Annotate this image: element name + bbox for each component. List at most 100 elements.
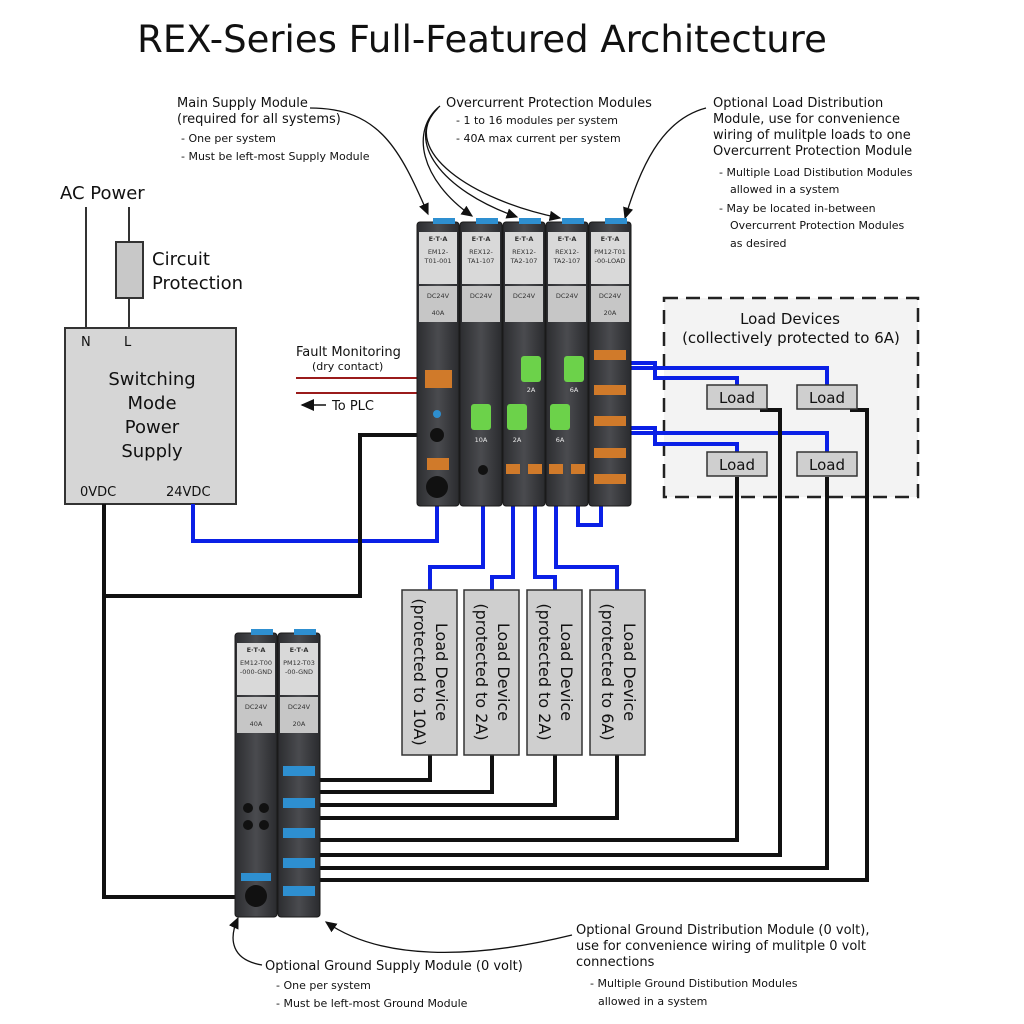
svg-text:T01-001: T01-001 [424,257,452,265]
svg-text:20A: 20A [293,720,306,728]
svg-text:DC24V: DC24V [513,292,536,300]
svg-text:REX12-: REX12- [512,248,536,256]
load-box-2 [796,384,858,410]
ground-module-stack: E·T·A EM12-T00 -000-GND DC24V 40A E·T·A … [234,629,321,918]
load-distribution-arrow [623,107,707,220]
svg-text:- May be located in-between: - May be located in-between [719,202,876,215]
psu-label-2: Mode [127,393,176,414]
load-label-4: Load [809,456,845,474]
load-label-3: Load [719,456,755,474]
svg-text:Load Device: Load Device [432,623,451,721]
module-ground-supply: E·T·A EM12-T00 -000-GND DC24V 40A [234,629,278,918]
svg-text:as desired: as desired [730,237,787,250]
svg-text:Load Device: Load Device [620,623,639,721]
svg-text:TA2-107: TA2-107 [553,257,581,265]
load-label-1: Load [719,389,755,407]
svg-text:DC24V: DC24V [288,703,311,711]
svg-text:DC24V: DC24V [470,292,493,300]
svg-text:DC24V: DC24V [556,292,579,300]
load-label-2: Load [809,389,845,407]
svg-text:(protected to 6A): (protected to 6A) [598,603,617,740]
overcurrent-arrow-3 [425,109,562,222]
vertical-load-device-4: Load Device (protected to 6A) [589,589,646,756]
svg-text:Overcurrent Protection Module: Overcurrent Protection Module [713,144,912,159]
svg-text:6A: 6A [570,386,579,394]
psu-n-terminal: N [81,335,91,350]
svg-text:DC24V: DC24V [427,292,450,300]
svg-text:E·T·A: E·T·A [290,646,309,654]
module-overcurrent-10a: E·T·A REX12- TA1-107 DC24V 10A [459,218,503,507]
svg-text:connections: connections [576,955,655,970]
module-overcurrent-2a: E·T·A REX12- TA2-107 DC24V 2A 2A [502,218,546,507]
load-devices-title-2: (collectively protected to 6A) [682,329,900,347]
svg-text:PM12-T01: PM12-T01 [594,248,626,256]
module-ground-distribution: E·T·A PM12-T03 -00-GND DC24V 20A [277,629,321,918]
svg-text:- Multiple Load Distibution Mo: - Multiple Load Distibution Modules [719,166,913,179]
svg-text:(protected to 2A): (protected to 2A) [472,603,491,740]
ground-distribution-annotation: Optional Ground Distribution Module (0 v… [576,923,869,1008]
circuit-protection-label-2: Protection [152,273,243,294]
svg-text:(protected to 10A): (protected to 10A) [410,598,429,745]
diagram-title: REX-Series Full-Featured Architecture [137,18,827,61]
psu-24vdc-label: 24VDC [166,485,211,500]
ac-power-label: AC Power [60,183,145,204]
overcurrent-annotation: Overcurrent Protection Modules - 1 to 16… [446,96,652,145]
circuit-protection-label-1: Circuit [152,249,210,270]
svg-text:-00-LOAD: -00-LOAD [595,257,626,265]
svg-text:allowed in a system: allowed in a system [730,183,839,196]
vertical-load-device-1: Load Device (protected to 10A) [401,589,458,756]
svg-text:-000-GND: -000-GND [240,668,272,676]
svg-text:Overcurrent Protection Modules: Overcurrent Protection Modules [446,96,652,111]
main-supply-annotation: Main Supply Module (required for all sys… [177,96,370,163]
svg-text:Load Device: Load Device [557,623,576,721]
svg-text:REX12-: REX12- [555,248,579,256]
svg-text:- One per system: - One per system [276,979,371,992]
svg-text:EM12-T00: EM12-T00 [240,659,272,667]
psu-0vdc-label: 0VDC [80,485,116,500]
svg-text:Optional Ground Distribution M: Optional Ground Distribution Module (0 v… [576,923,869,938]
svg-text:E·T·A: E·T·A [247,646,266,654]
module-stack: E·T·A EM12- T01-001 DC24V 40A E·T·A REX1… [416,218,632,507]
svg-text:Optional Ground Supply Module: Optional Ground Supply Module (0 volt) [265,959,523,974]
ground-distribution-arrow [324,921,573,953]
fault-monitoring-label-2: (dry contact) [312,360,383,373]
svg-text:- 40A max current per system: - 40A max current per system [456,132,621,145]
svg-text:6A: 6A [556,436,565,444]
svg-text:2A: 2A [513,436,522,444]
svg-text:DC24V: DC24V [599,292,622,300]
svg-text:(protected to 2A): (protected to 2A) [535,603,554,740]
svg-text:E·T·A: E·T·A [472,235,491,243]
ground-supply-arrow [228,916,263,966]
svg-text:DC24V: DC24V [245,703,268,711]
svg-text:E·T·A: E·T·A [429,235,448,243]
module-main-supply: E·T·A EM12- T01-001 DC24V 40A [416,218,460,507]
load-box-1 [706,384,768,410]
svg-text:20A: 20A [604,309,617,317]
svg-text:- Must be left-most Ground Mod: - Must be left-most Ground Module [276,997,468,1010]
svg-text:- Must be left-most Supply Mod: - Must be left-most Supply Module [181,150,370,163]
svg-text:wiring of mulitple loads to on: wiring of mulitple loads to one [713,128,911,143]
svg-text:TA1-107: TA1-107 [467,257,495,265]
svg-text:EM12-: EM12- [428,248,449,256]
load-distribution-annotation: Optional Load Distribution Module, use f… [713,96,913,250]
svg-text:allowed in a system: allowed in a system [598,995,707,1008]
svg-text:Load Device: Load Device [494,623,513,721]
svg-text:2A: 2A [527,386,536,394]
module-load-distribution: E·T·A PM12-T01 -00-LOAD DC24V 20A [588,218,632,507]
svg-text:E·T·A: E·T·A [601,235,620,243]
psu-label-1: Switching [108,369,195,390]
vertical-load-device-3: Load Device (protected to 2A) [526,589,583,756]
svg-text:10A: 10A [475,436,488,444]
svg-text:TA2-107: TA2-107 [510,257,538,265]
ground-wires [102,408,869,899]
module-overcurrent-6a: E·T·A REX12- TA2-107 DC24V 6A 6A [545,218,589,507]
svg-text:E·T·A: E·T·A [558,235,577,243]
load-box-4 [796,451,858,477]
svg-text:PM12-T03: PM12-T03 [283,659,315,667]
svg-text:-00-GND: -00-GND [285,668,313,676]
positive-wires [191,361,829,590]
psu-label-4: Supply [121,441,183,462]
svg-text:Overcurrent Protection Modules: Overcurrent Protection Modules [730,219,905,232]
vertical-load-device-2: Load Device (protected to 2A) [463,589,520,756]
